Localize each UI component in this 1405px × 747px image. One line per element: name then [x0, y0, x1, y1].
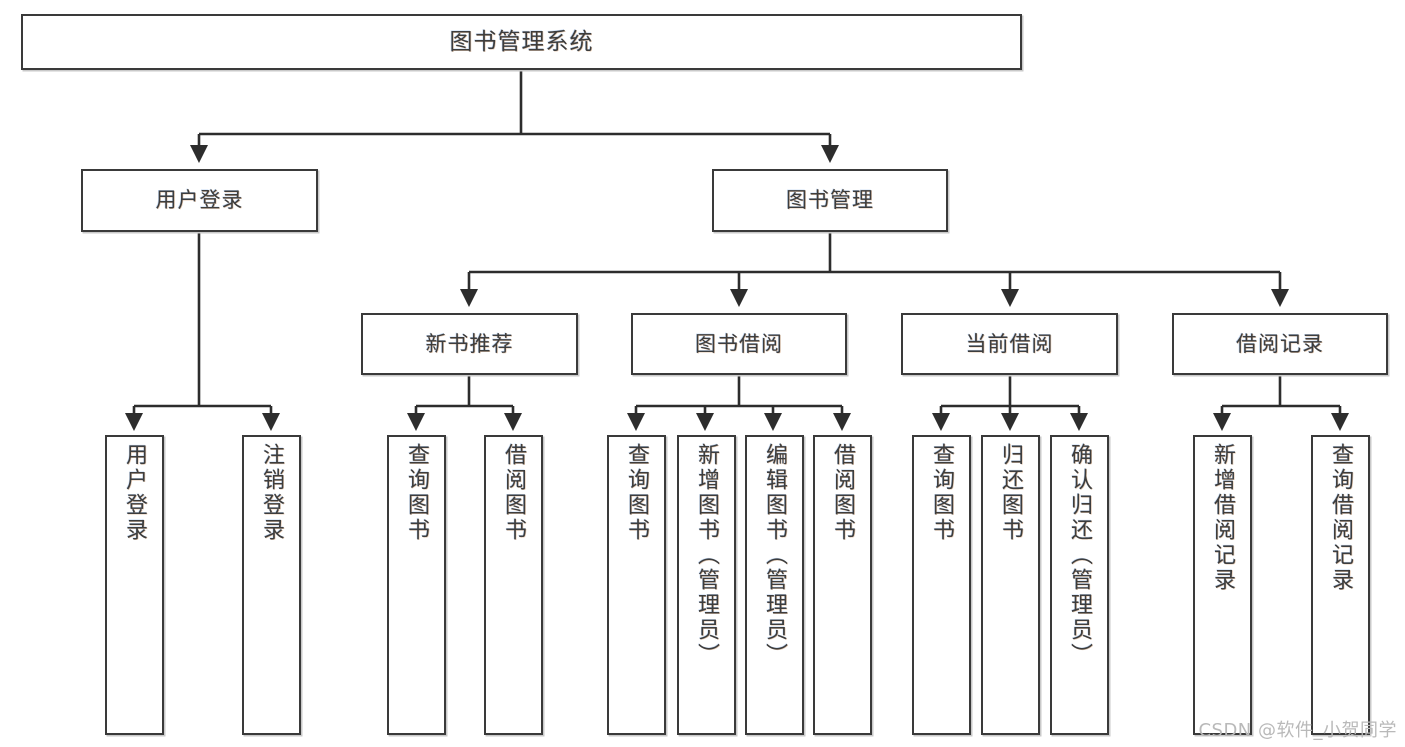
- node-leaf-borrow-record-query[interactable]: 查询借阅记录: [1311, 435, 1370, 735]
- node-label: 借阅记录: [1236, 331, 1324, 356]
- node-leaf-user-login-logout[interactable]: 注销登录: [242, 435, 301, 735]
- node-label: 借阅图书: [830, 443, 856, 543]
- node-leaf-book-borrow-query[interactable]: 查询图书: [607, 435, 666, 735]
- node-root-book-management-system[interactable]: 图书管理系统: [21, 14, 1022, 70]
- node-label: 图书管理系统: [449, 28, 594, 55]
- node-label: 编辑图书（管理员）: [762, 443, 788, 668]
- node-leaf-current-borrow-query[interactable]: 查询图书: [912, 435, 971, 735]
- node-borrow-record[interactable]: 借阅记录: [1172, 313, 1388, 375]
- node-leaf-borrow-record-add[interactable]: 新增借阅记录: [1193, 435, 1252, 735]
- watermark: CSDN @软件_小贺同学: [1198, 720, 1397, 741]
- node-label: 借阅图书: [501, 443, 527, 543]
- node-label: 新书推荐: [425, 331, 514, 356]
- node-book-borrow[interactable]: 图书借阅: [631, 313, 847, 375]
- node-leaf-new-book-query[interactable]: 查询图书: [387, 435, 446, 735]
- node-label: 查询图书: [929, 443, 955, 543]
- node-label: 新增借阅记录: [1210, 443, 1236, 593]
- node-label: 注销登录: [259, 443, 285, 543]
- node-label: 当前借阅: [965, 331, 1054, 356]
- node-leaf-book-borrow-borrow[interactable]: 借阅图书: [813, 435, 872, 735]
- node-label: 归还图书: [998, 443, 1024, 543]
- node-new-book-recommend[interactable]: 新书推荐: [361, 313, 578, 375]
- node-label: 查询图书: [404, 443, 430, 543]
- node-user-login[interactable]: 用户登录: [81, 169, 318, 232]
- node-current-borrow[interactable]: 当前借阅: [901, 313, 1118, 375]
- node-label: 新增图书（管理员）: [694, 443, 720, 668]
- node-label: 图书管理: [786, 188, 874, 213]
- node-leaf-current-borrow-confirm-return[interactable]: 确认归还（管理员）: [1050, 435, 1109, 735]
- node-book-management[interactable]: 图书管理: [712, 169, 948, 232]
- node-leaf-current-borrow-return[interactable]: 归还图书: [981, 435, 1040, 735]
- node-label: 确认归还（管理员）: [1067, 443, 1093, 668]
- node-leaf-book-borrow-edit[interactable]: 编辑图书（管理员）: [745, 435, 804, 735]
- node-label: 查询图书: [624, 443, 650, 543]
- node-leaf-new-book-borrow[interactable]: 借阅图书: [484, 435, 543, 735]
- node-label: 图书借阅: [695, 331, 783, 356]
- node-label: 查询借阅记录: [1328, 443, 1354, 593]
- node-leaf-book-borrow-add[interactable]: 新增图书（管理员）: [677, 435, 736, 735]
- node-label: 用户登录: [155, 188, 244, 213]
- node-label: 用户登录: [122, 443, 148, 543]
- node-leaf-user-login-login[interactable]: 用户登录: [105, 435, 164, 735]
